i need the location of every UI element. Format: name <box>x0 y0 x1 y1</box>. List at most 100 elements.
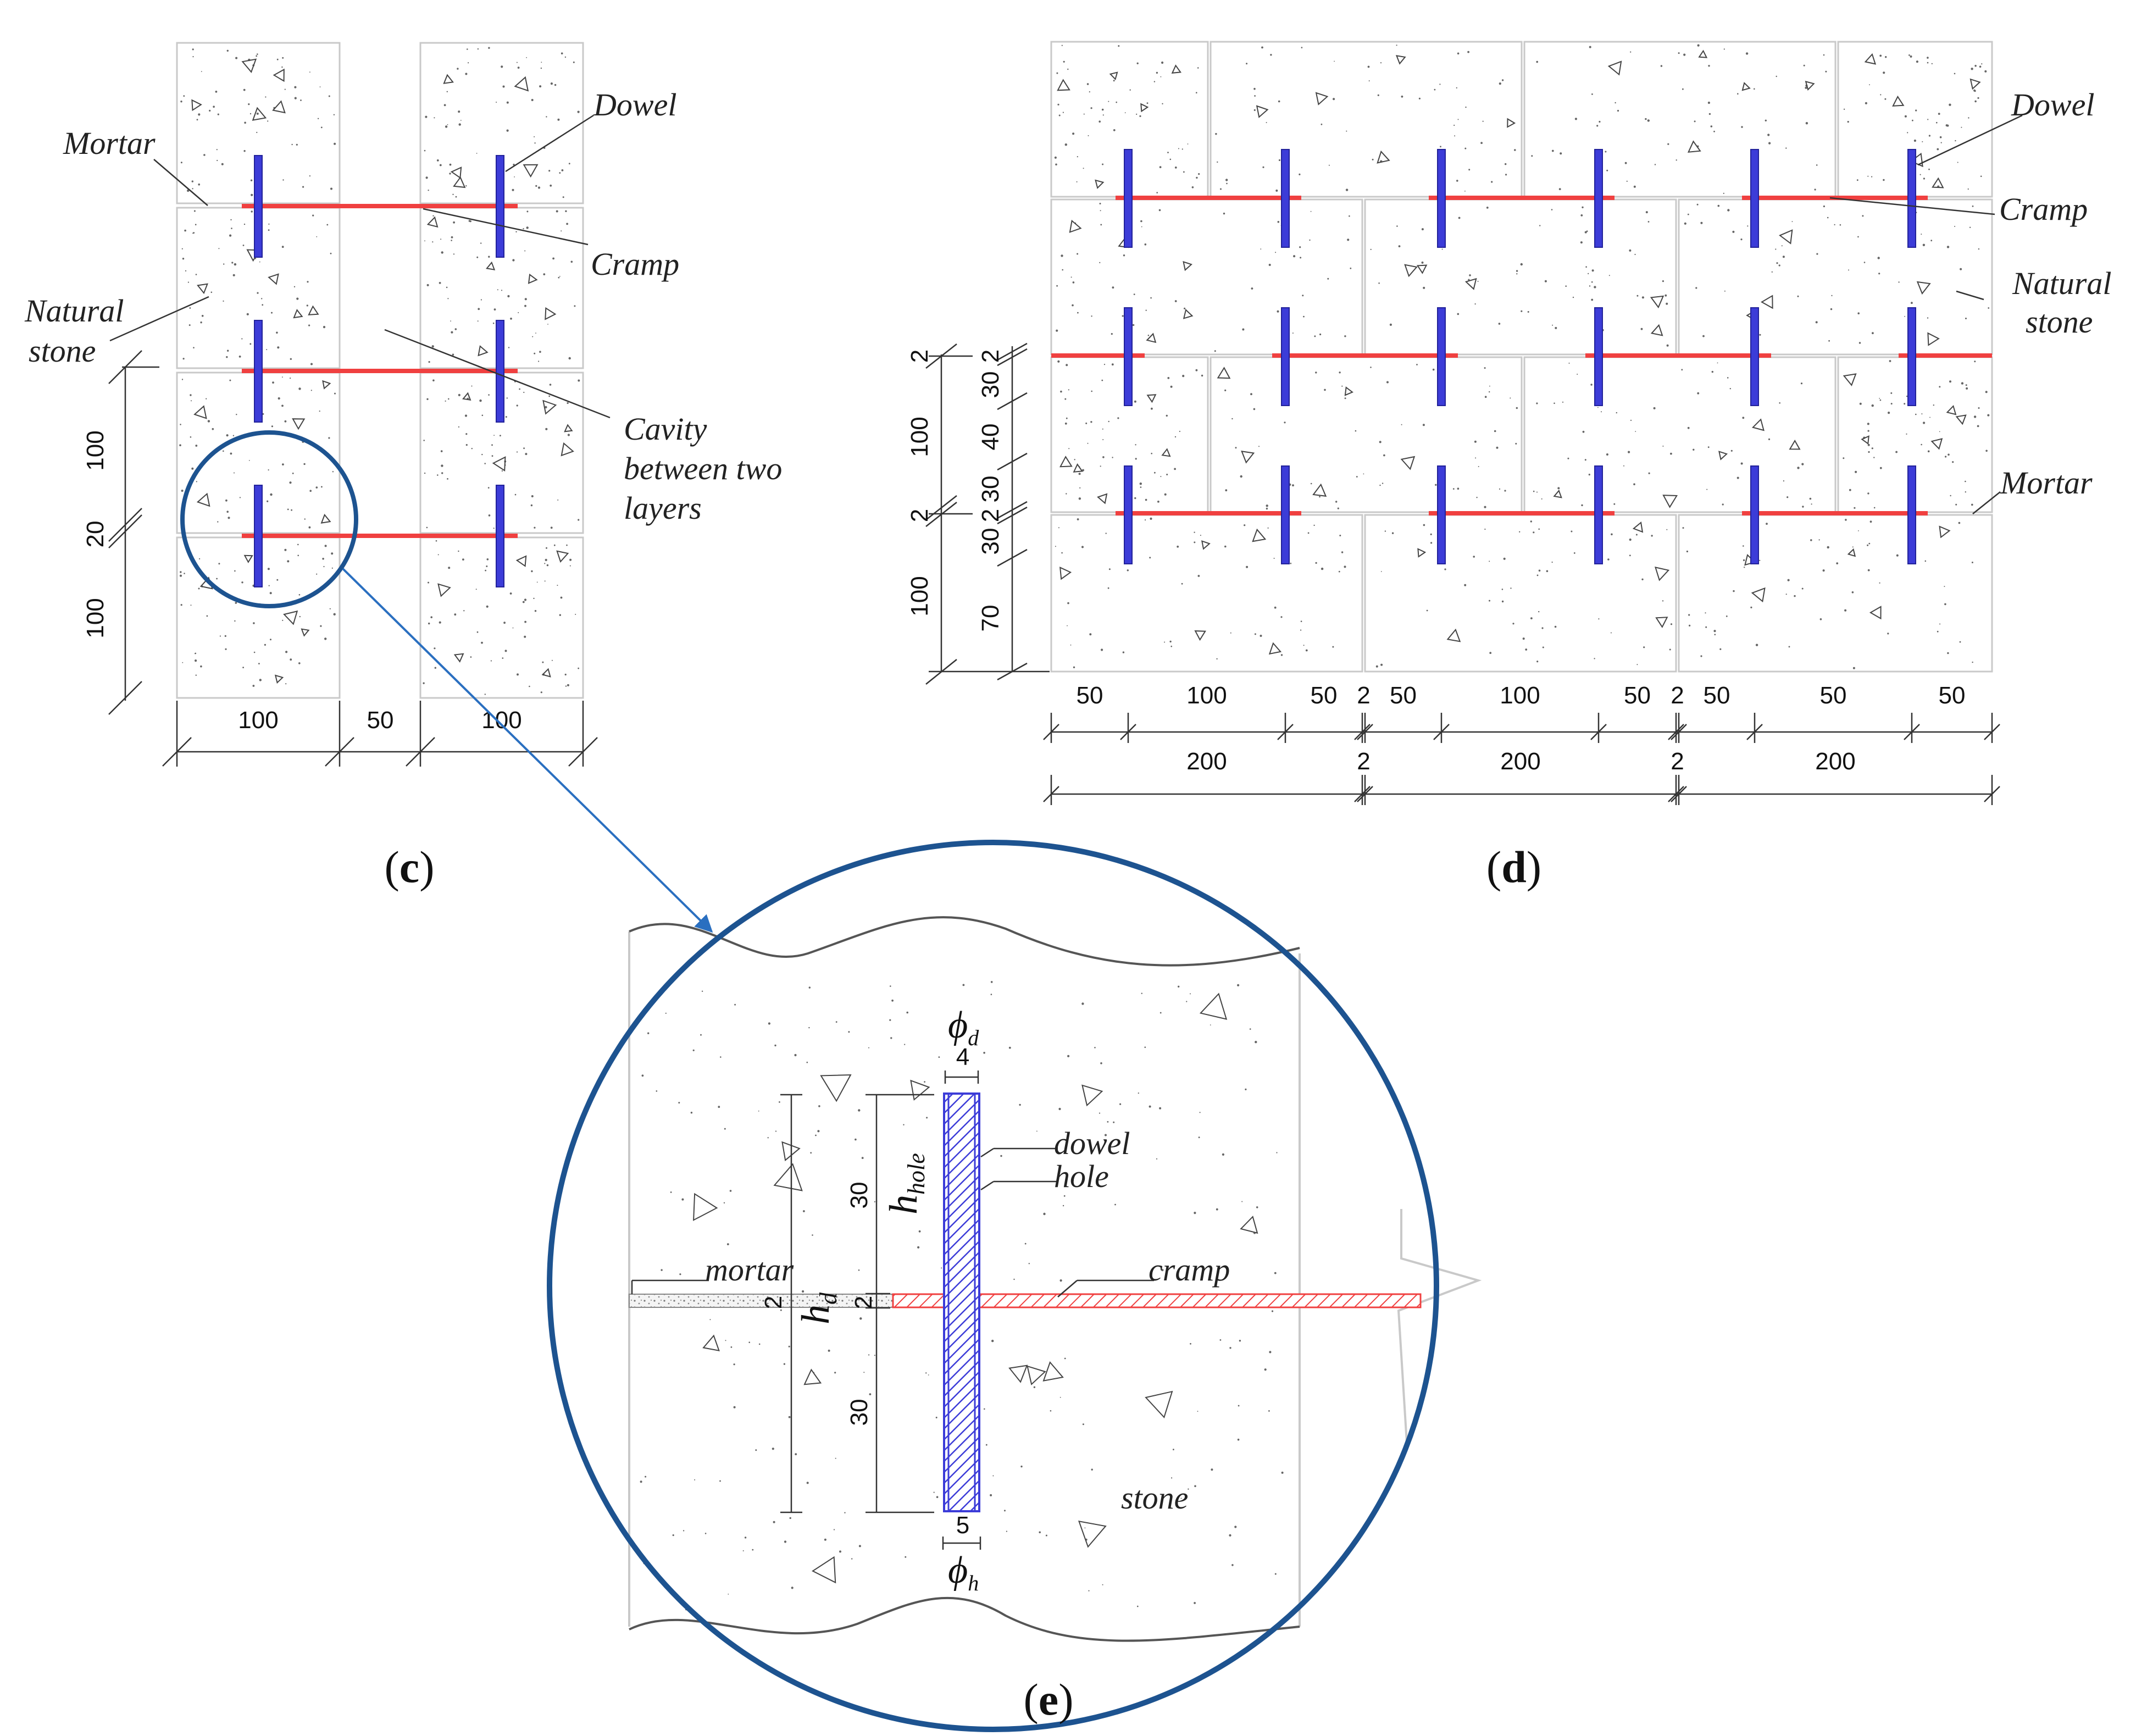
texture-dot <box>1238 1405 1240 1407</box>
dowel <box>1281 465 1290 564</box>
texture-dot <box>567 402 569 404</box>
texture-dot <box>1670 623 1673 625</box>
texture-dot <box>506 101 509 104</box>
texture-dot <box>287 560 290 563</box>
label-natural: Natural <box>24 293 124 329</box>
texture-dot <box>434 667 436 669</box>
texture-dot <box>284 420 287 423</box>
texture-dot <box>755 1449 757 1451</box>
texture-dot <box>733 1406 736 1408</box>
texture-dot <box>426 526 428 529</box>
texture-dot <box>1277 221 1280 223</box>
texture-dot <box>1398 245 1401 247</box>
texture-dot <box>213 106 215 108</box>
texture-dot <box>1072 281 1075 284</box>
texture-dot <box>1166 474 1168 475</box>
texture-dot <box>185 270 187 271</box>
texture-dot <box>1156 192 1158 193</box>
texture-dot <box>184 573 185 574</box>
texture-dot <box>1284 421 1286 424</box>
texture-dot <box>1945 456 1947 458</box>
texture-dot <box>524 635 526 638</box>
texture-dot <box>1606 453 1608 456</box>
texture-dot <box>1927 57 1929 59</box>
texture-dot <box>719 1480 721 1482</box>
texture-dot <box>1591 93 1593 95</box>
texture-dot <box>439 621 441 624</box>
dim-d-ticks <box>1043 713 2000 805</box>
texture-dot <box>1839 224 1841 226</box>
texture-dot <box>1335 501 1338 503</box>
texture-dot <box>1246 63 1248 65</box>
texture-dot <box>1727 209 1730 212</box>
texture-dot <box>1797 295 1799 297</box>
texture-dot <box>424 149 426 152</box>
texture-dot <box>316 236 318 237</box>
texture-dot <box>1538 611 1540 613</box>
texture-dot <box>1965 318 1967 319</box>
texture-dot <box>788 1345 790 1347</box>
texture-dot <box>298 594 301 596</box>
texture-dot <box>1640 328 1643 330</box>
texture-dot <box>1491 181 1493 183</box>
texture-dot <box>308 324 310 326</box>
texture-dot <box>1474 303 1476 305</box>
texture-dot <box>817 1130 820 1133</box>
texture-dot <box>333 114 335 115</box>
dim-label: 50 <box>1939 682 1966 709</box>
texture-dot <box>1126 1499 1129 1501</box>
texture-dot <box>1055 546 1056 547</box>
texture-dot <box>319 86 321 88</box>
texture-dot <box>1237 984 1240 986</box>
texture-dot <box>1064 143 1068 146</box>
texture-dot <box>1939 386 1941 388</box>
texture-dot <box>1266 507 1268 510</box>
texture-dot <box>1782 256 1785 258</box>
texture-dot <box>1129 89 1131 91</box>
texture-triangle <box>283 610 298 625</box>
texture-dot <box>514 176 515 178</box>
texture-dot <box>1955 503 1957 506</box>
texture-dot <box>1906 395 1908 397</box>
texture-dot <box>226 356 228 358</box>
texture-dot <box>487 487 490 489</box>
texture-dot <box>1896 554 1899 557</box>
texture-dot <box>1057 103 1059 106</box>
texture-triangle <box>1789 439 1801 450</box>
texture-dot <box>1058 527 1059 529</box>
dimensions-e <box>780 1071 981 1550</box>
texture-dot <box>218 248 220 249</box>
texture-dot <box>1791 221 1793 223</box>
symbol-phi-d: ϕd <box>948 1004 979 1050</box>
texture-dot <box>531 99 534 101</box>
texture-dot <box>533 597 535 600</box>
texture-dot <box>700 1034 702 1036</box>
texture-dot <box>1151 452 1152 454</box>
texture-dot <box>297 554 299 557</box>
texture-dot <box>1501 589 1503 590</box>
texture-dot <box>1597 407 1599 408</box>
texture-dot <box>1421 261 1424 264</box>
texture-dot <box>454 613 457 616</box>
texture-dot <box>270 493 273 496</box>
texture-dot <box>1235 447 1237 449</box>
texture-dot <box>1281 1471 1284 1474</box>
texture-dot <box>1166 414 1168 417</box>
texture-dot <box>783 1363 785 1365</box>
dowel <box>1437 307 1446 406</box>
texture-dot <box>539 85 542 88</box>
texture-dot <box>1194 541 1196 543</box>
texture-dot <box>257 53 258 55</box>
texture-dot <box>557 585 558 586</box>
texture-dot <box>1856 179 1858 181</box>
texture-dot <box>1083 168 1084 169</box>
texture-dot <box>281 246 284 248</box>
texture-dot <box>1133 293 1135 295</box>
texture-dot <box>465 185 467 187</box>
texture-dot <box>493 308 496 310</box>
texture-dot <box>1457 52 1460 55</box>
texture-dot <box>1457 487 1460 490</box>
texture-triangle <box>803 1368 822 1385</box>
texture-triangle <box>1927 332 1940 346</box>
